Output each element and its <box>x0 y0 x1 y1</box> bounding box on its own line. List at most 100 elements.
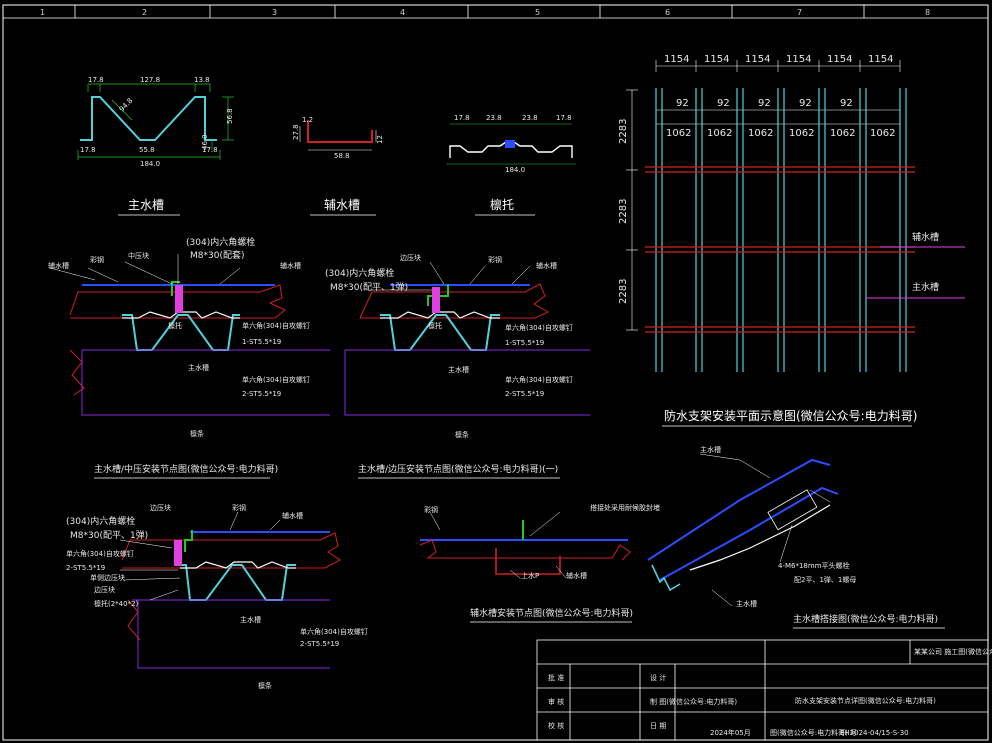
plan-dim: 1062 <box>666 128 691 139</box>
ruler-label: 1 <box>40 8 45 17</box>
label: M8*30(配平、1弹) <box>70 529 148 541</box>
aux-gutter-profile: 1.2 27.8 58.8 12 辅水槽 <box>292 116 384 216</box>
plan-dim: 92 <box>758 98 771 109</box>
detail2-title: 主水槽/边压安装节点图(微信公众号:电力料哥)(一) <box>358 463 558 475</box>
dim-label: 17.8 <box>454 114 470 122</box>
dim-label: 56.8 <box>226 108 234 124</box>
detail4-title: 辅水槽安装节点图(微信公众号:电力料哥) <box>470 607 633 619</box>
label: 檩托 <box>428 321 442 330</box>
ruler-label: 5 <box>535 8 540 17</box>
tb-label: 日 期 <box>650 722 666 730</box>
label: (304)内六角螺栓 <box>66 515 135 527</box>
label: 1-ST5.5*19 <box>505 339 544 347</box>
tb-label: 制 图(微信公众号:电力料哥) <box>650 697 737 706</box>
plan-callout: 辅水槽 <box>912 231 939 243</box>
label: 彩钢 <box>232 503 246 512</box>
dim-label: 17.8 <box>202 146 218 154</box>
dim-label: 17.8 <box>88 76 104 84</box>
ruler-labels: 1 2 3 4 5 6 7 8 <box>40 8 930 17</box>
label: 单六角(304)自攻螺钉 <box>505 323 573 332</box>
plan-dim: 2283 <box>618 279 629 304</box>
plan-dim: 1062 <box>789 128 814 139</box>
detail-main-gutter-edge-press: (304)内六角螺栓 M8*30(配平、1弹) 边压块 彩钢 辅水槽 檩托 单六… <box>325 253 590 479</box>
plan-dim: 1062 <box>830 128 855 139</box>
label: 檩托 <box>168 321 182 330</box>
main-gutter-profile: 17.8 127.8 13.8 17.8 55.8 17.8 184.0 94.… <box>77 76 234 216</box>
label: 主水槽 <box>736 599 757 608</box>
dim-label: 94.8 <box>118 97 135 114</box>
tb-company: 某某公司 施工图(微信公众号:电力料哥) 阶段 <box>914 647 992 656</box>
ruler-label: 4 <box>400 8 405 17</box>
dim-label: 23.8 <box>522 114 538 122</box>
label: 辅水槽 <box>282 511 303 520</box>
tb-project-name: 防水支架安装节点详图(微信公众号:电力料哥) <box>795 696 936 705</box>
tb-label: 校 核 <box>548 721 564 730</box>
label: 4-M6*18mm平头螺栓 <box>778 561 850 570</box>
plan-dim: 1154 <box>827 54 852 65</box>
dim-label: 17.8 <box>80 146 96 154</box>
ruler-ticks <box>74 5 865 18</box>
purlin-profile: 17.8 23.8 23.8 17.8 184.0 檩托 <box>446 114 576 216</box>
label: 彩钢 <box>90 255 104 264</box>
plan-dim: 1154 <box>786 54 811 65</box>
label: 2-ST5.5*19 <box>66 564 105 572</box>
dim-label: 184.0 <box>140 160 160 168</box>
detail5-title: 主水槽搭接图(微信公众号:电力料哥) <box>793 613 938 625</box>
label: 单六角(304)自攻螺钉 <box>300 627 368 636</box>
dim-label: 1.2 <box>302 116 313 124</box>
label: 彩钢 <box>424 505 438 514</box>
label: 配2平、1弹、1螺母 <box>794 575 856 584</box>
label: 1-ST5.5*19 <box>242 338 281 346</box>
detail1-title: 主水槽/中压安装节点图(微信公众号:电力料哥) <box>94 463 278 475</box>
ruler-label: 3 <box>272 8 277 17</box>
drawing-frame <box>2 4 989 741</box>
dim-label: 55.8 <box>139 146 155 154</box>
label: 彩钢 <box>488 255 502 264</box>
detail-main-gutter-lap: 主水槽 4-M6*18mm平头螺栓 配2平、1弹、1螺母 主水槽 主水槽搭接图(… <box>647 445 945 629</box>
label: 檩托(2*40*2) <box>94 599 139 608</box>
ruler-label: 2 <box>142 8 147 17</box>
plan-dim: 92 <box>840 98 853 109</box>
label: 主水槽 <box>240 615 261 624</box>
plan-callout: 主水槽 <box>912 281 939 293</box>
tb-label: 审 核 <box>548 697 564 706</box>
plan-dim: 92 <box>717 98 730 109</box>
purlin-title: 檩托 <box>490 197 514 212</box>
dim-label: 58.8 <box>334 152 350 160</box>
label: M8*30(配平、1弹) <box>330 281 408 293</box>
detail-main-gutter-mid-press: 辅水槽 彩钢 中压块 (304)内六角螺栓 M8*30(配套) 辅水槽 檩托 单… <box>48 236 330 479</box>
label: 檩条 <box>455 430 469 439</box>
label: 搭接处采用耐候胶封堵 <box>590 503 660 512</box>
plan-dim: 2283 <box>618 199 629 224</box>
tb-label: 批 准 <box>548 673 564 682</box>
label: 辅水槽 <box>566 571 587 580</box>
label: M8*30(配套) <box>190 249 244 261</box>
dim-label: 27.8 <box>292 124 300 140</box>
detail-edge-press-variant: 边压块 (304)内六角螺栓 M8*30(配平、1弹) 单六角(304)自攻螺钉… <box>66 503 368 690</box>
ruler-label: 8 <box>925 8 930 17</box>
tb-drawing-no: EH2024-04/15-S-30 <box>840 729 909 737</box>
label: 主水槽 <box>700 445 721 454</box>
label: 檩条 <box>190 429 204 438</box>
label: 主水槽 <box>188 363 209 372</box>
label: 檩条 <box>258 681 272 690</box>
plan-dim: 92 <box>676 98 689 109</box>
dim-label: 13.8 <box>194 76 210 84</box>
dim-label: 23.8 <box>486 114 502 122</box>
label: 辅水槽 <box>48 261 69 270</box>
ruler-label: 6 <box>665 8 670 17</box>
dim-label: 12 <box>376 135 384 144</box>
plan-dim: 1154 <box>704 54 729 65</box>
label: 辅水槽 <box>280 261 301 270</box>
plan-dim: 1062 <box>748 128 773 139</box>
plan-dim: 1062 <box>707 128 732 139</box>
label: 2-ST5.5*19 <box>505 390 544 398</box>
label: 单六角(304)自攻螺钉 <box>66 549 134 558</box>
ruler-label: 7 <box>797 8 802 17</box>
plan-dim: 1154 <box>745 54 770 65</box>
plan-dim: 92 <box>799 98 812 109</box>
dim-label: 46.0 <box>201 134 209 150</box>
label: 辅水槽 <box>536 261 557 270</box>
label: 主水槽 <box>448 365 469 374</box>
